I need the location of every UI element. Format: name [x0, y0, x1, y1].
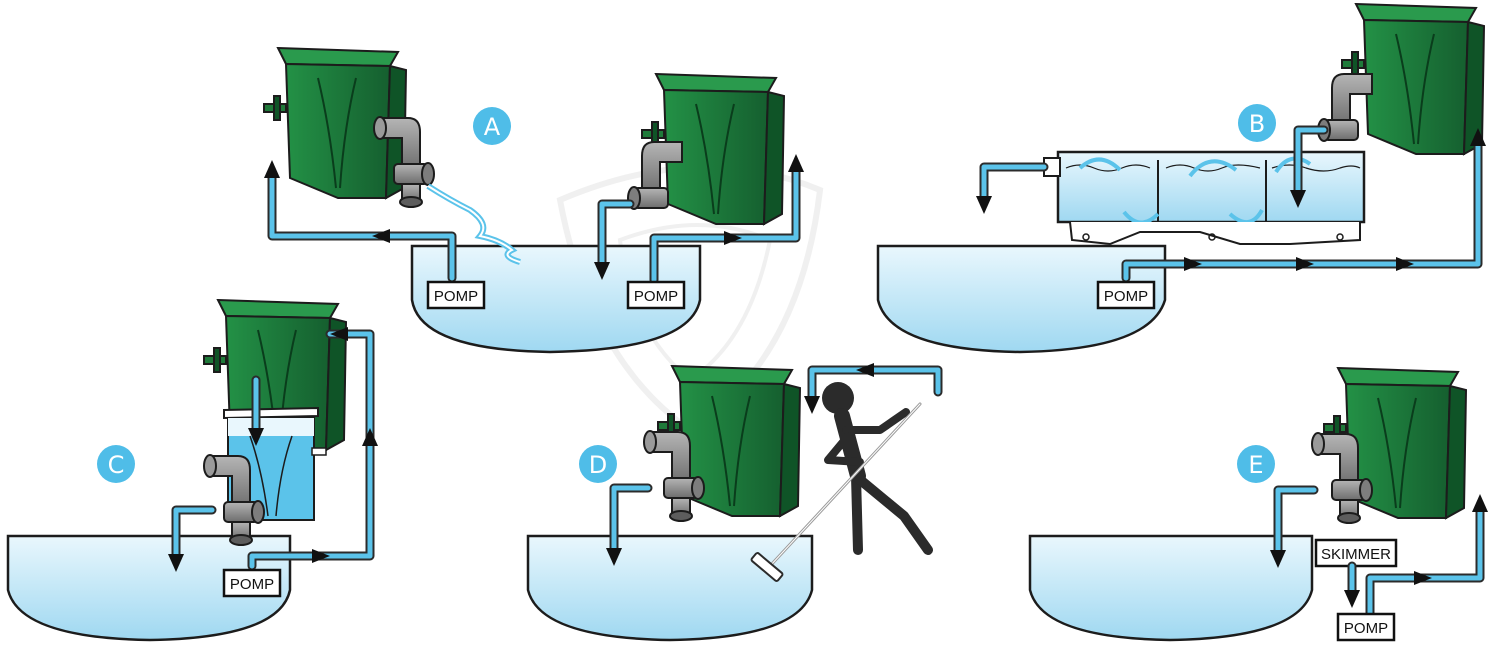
panel-c: POMP C	[6, 299, 378, 642]
panel-e: SKIMMER POMP E	[1028, 367, 1488, 642]
badge-d	[579, 445, 617, 483]
pump-label-c: POMP	[230, 576, 274, 593]
pond-a	[410, 244, 702, 354]
panel-a: POMP POMP A	[263, 47, 804, 354]
pump-box-a-left	[426, 280, 486, 310]
multi-chamber-filter-b	[1043, 150, 1366, 246]
panel-d: D	[526, 363, 943, 642]
pump-label-b: POMP	[1104, 288, 1148, 305]
badge-b	[1238, 104, 1276, 142]
person-cleaning-icon	[750, 382, 933, 582]
pump-box-c	[222, 568, 282, 598]
pump-box-a-right	[626, 280, 686, 310]
pond-d	[526, 534, 814, 642]
badge-c	[97, 445, 135, 483]
pump-label-a-right: POMP	[634, 288, 678, 305]
panel-b: POMP B	[876, 3, 1486, 354]
badge-e	[1237, 445, 1275, 483]
badge-a	[473, 107, 511, 145]
badge-c-label: C	[108, 451, 125, 479]
badge-a-label: A	[484, 113, 501, 141]
elbow-a-right	[627, 141, 683, 210]
pond-b	[876, 244, 1167, 354]
pump-box-b	[1096, 280, 1156, 310]
badge-b-label: B	[1249, 110, 1265, 138]
badge-e-label: E	[1248, 451, 1263, 479]
badge-d-label: D	[589, 451, 607, 479]
pump-label-e: POMP	[1344, 620, 1388, 637]
pump-box-e	[1336, 612, 1396, 642]
pump-label-a-left: POMP	[434, 288, 478, 305]
pond-e	[1028, 534, 1314, 642]
skimmer-label-e: SKIMMER	[1321, 546, 1391, 563]
pond-c	[6, 534, 292, 642]
elbow-b	[1317, 73, 1373, 142]
